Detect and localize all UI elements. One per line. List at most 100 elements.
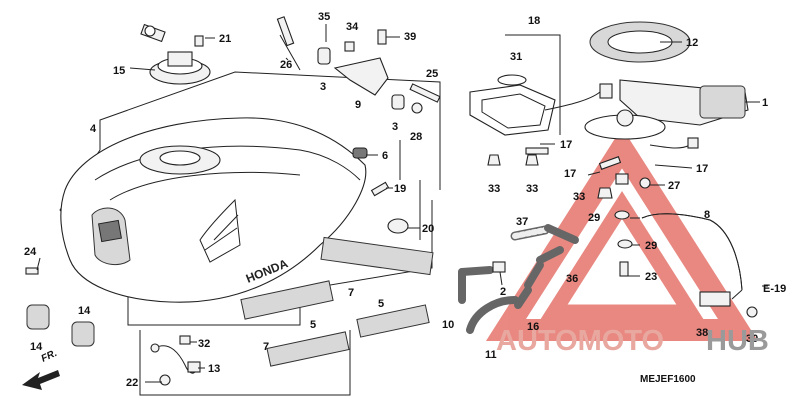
callout-7a: 7 xyxy=(348,287,354,299)
callout-21: 21 xyxy=(219,33,231,45)
callout-15: 15 xyxy=(113,65,125,77)
callout-29a: 29 xyxy=(588,212,600,224)
callout-18: 18 xyxy=(528,15,540,27)
callout-4: 4 xyxy=(90,123,97,135)
diagram-code: MEJEF1600 xyxy=(640,374,696,385)
cushion-6 xyxy=(352,147,368,159)
watermark-text-hub: HUB xyxy=(706,325,769,357)
front-direction-arrow xyxy=(22,370,60,390)
callout-14a: 14 xyxy=(30,341,43,353)
damper-14-left xyxy=(26,304,50,330)
collar-3b xyxy=(391,94,405,110)
callout-10: 10 xyxy=(442,319,454,331)
tank-pads xyxy=(240,236,434,367)
washer-29b xyxy=(617,239,633,249)
bolt-25 xyxy=(409,83,441,103)
nut-33a xyxy=(487,154,501,166)
cap-bolt xyxy=(194,35,204,47)
clip-17b xyxy=(598,156,622,170)
joint-38 xyxy=(699,291,731,307)
front-label: FR. xyxy=(40,348,59,365)
grommet-22 xyxy=(159,374,171,386)
fuel-tank: HONDA xyxy=(60,117,367,303)
tank-group-outline xyxy=(99,71,441,190)
callout-36: 36 xyxy=(566,273,578,285)
callout-8: 8 xyxy=(704,209,710,221)
bolt-23 xyxy=(619,261,629,277)
clip-2 xyxy=(492,261,506,273)
section-reference-label: E-19 xyxy=(763,283,786,295)
callout-25: 25 xyxy=(426,68,438,80)
nut-34 xyxy=(344,41,355,52)
callout-17a: 17 xyxy=(560,139,572,151)
fuel-pump-assembly xyxy=(469,21,749,277)
callout-6: 6 xyxy=(382,150,388,162)
callout-22: 22 xyxy=(126,377,138,389)
callout-19: 19 xyxy=(394,183,406,195)
callout-14b: 14 xyxy=(78,305,91,317)
callout-32: 32 xyxy=(198,338,210,350)
callout-38: 38 xyxy=(696,327,708,339)
grommet-19 xyxy=(370,181,390,197)
callout-34: 34 xyxy=(346,21,359,33)
callout-7b: 7 xyxy=(263,341,269,353)
callout-3b: 3 xyxy=(392,121,398,133)
callout-28: 28 xyxy=(410,131,422,143)
hose-11 xyxy=(466,296,519,334)
bolt-26 xyxy=(276,16,295,47)
collar-3 xyxy=(317,47,331,65)
callout-2: 2 xyxy=(500,286,506,298)
nut-33c xyxy=(597,187,613,199)
callout-30: 30 xyxy=(746,333,758,345)
callout-1: 1 xyxy=(762,97,768,109)
sensor-13 xyxy=(187,361,201,373)
callout-5a: 5 xyxy=(378,298,384,310)
dampers-and-sensor xyxy=(25,267,201,386)
callout-11: 11 xyxy=(485,349,497,361)
bracket-9 xyxy=(333,57,389,96)
bolt-27 xyxy=(639,177,651,189)
pad-7-lower xyxy=(240,280,334,320)
nut-33b xyxy=(525,154,539,166)
hose-16 xyxy=(514,286,532,309)
callout-numbers: 1 2 3 3 4 5 5 6 7 7 8 9 10 11 12 13 14 1… xyxy=(24,11,768,389)
pad-5-right xyxy=(356,304,430,338)
callout-39: 39 xyxy=(404,31,416,43)
watermark-triangle-inner xyxy=(540,191,704,320)
callout-26: 26 xyxy=(280,59,292,71)
callout-35: 35 xyxy=(318,11,330,23)
bolt-24 xyxy=(25,267,39,275)
watermark-text-automoto: AUTOMOTO xyxy=(496,325,664,357)
callout-33b: 33 xyxy=(526,183,538,195)
bolt-39 xyxy=(377,29,387,45)
callout-33a: 33 xyxy=(488,183,500,195)
callout-5b: 5 xyxy=(310,319,316,331)
pump-plate-18 xyxy=(469,84,556,136)
callout-29b: 29 xyxy=(645,240,657,252)
packing-31 xyxy=(497,74,527,86)
callout-12: 12 xyxy=(686,37,698,49)
callout-37: 37 xyxy=(516,216,528,228)
callout-3a: 3 xyxy=(320,81,326,93)
hose-36 xyxy=(536,246,564,264)
damper-14-right xyxy=(71,321,95,347)
pump-bracket-line xyxy=(505,34,561,135)
grommet-20 xyxy=(387,218,409,234)
pad-7-upper xyxy=(320,236,434,276)
callout-17c: 17 xyxy=(696,163,708,175)
washer-29a xyxy=(614,210,630,220)
bolt-27b xyxy=(615,173,629,185)
nut-28 xyxy=(411,102,423,114)
callout-16: 16 xyxy=(527,321,539,333)
callout-24: 24 xyxy=(24,246,37,258)
fuel-cap-assembly xyxy=(140,23,211,85)
leader-lines xyxy=(36,24,768,383)
washer-30 xyxy=(746,306,758,318)
sensor-wire xyxy=(154,345,196,374)
callout-23: 23 xyxy=(645,271,657,283)
clip-17 xyxy=(525,147,549,155)
callout-31: 31 xyxy=(510,51,522,63)
connector xyxy=(599,83,613,99)
